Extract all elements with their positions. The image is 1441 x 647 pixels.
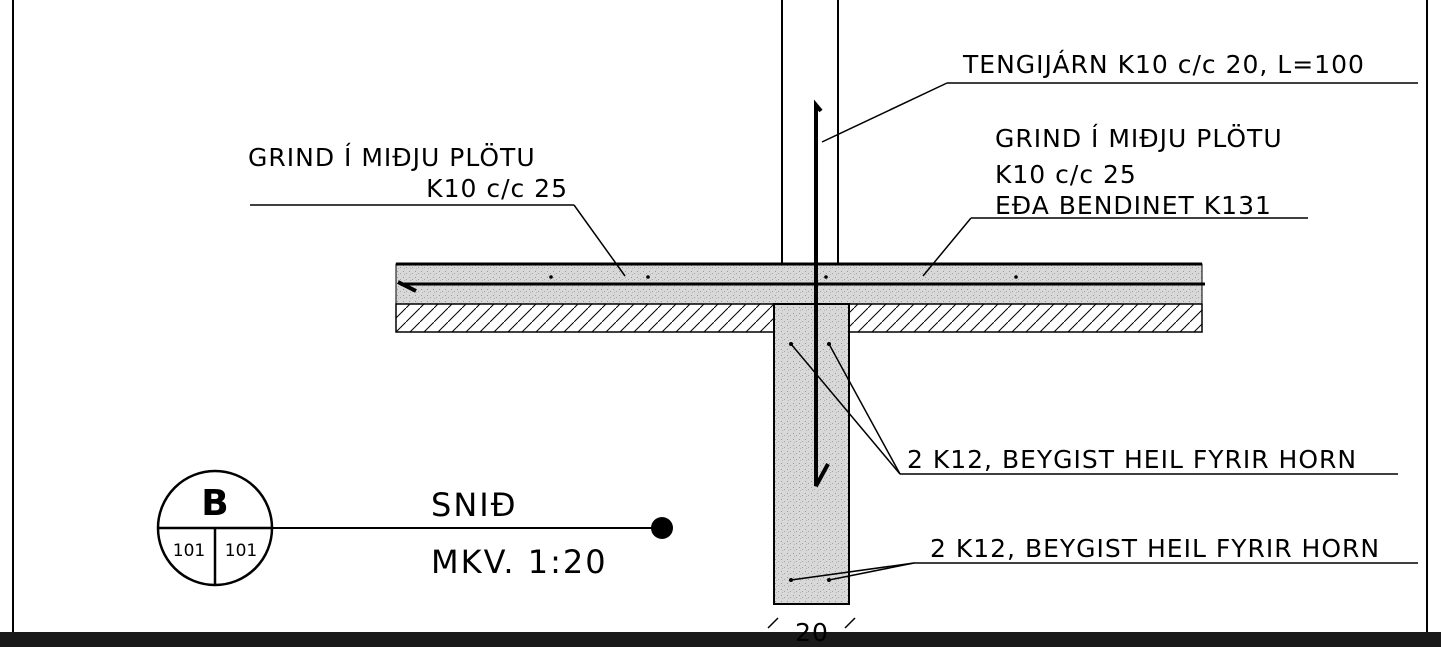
label-right-grind-line3: EÐA BENDINET K131 bbox=[995, 191, 1272, 220]
rebar-dot bbox=[1014, 275, 1018, 279]
rebar-dot bbox=[824, 275, 828, 279]
dowel-bar bbox=[814, 99, 830, 487]
rebar-dot bbox=[646, 275, 650, 279]
section-letter: B bbox=[201, 483, 228, 524]
dimension-tick-left bbox=[767, 617, 779, 629]
leader-tengijarn bbox=[821, 82, 948, 143]
section-title: SNIÐ bbox=[431, 486, 517, 524]
leader-right-grind bbox=[922, 217, 972, 277]
bottom-border-bar bbox=[0, 632, 1441, 647]
leader-k12-upper-b bbox=[828, 343, 901, 475]
label-k12-lower: 2 K12, BEYGIST HEIL FYRIR HORN bbox=[930, 534, 1380, 563]
title-line-end-dot bbox=[651, 517, 673, 539]
rebar-dot bbox=[549, 275, 553, 279]
leader-k12-upper-a bbox=[790, 343, 901, 475]
label-right-grind-line1: GRIND Í MIÐJU PLÖTU bbox=[995, 124, 1283, 153]
dimension-label: 20 bbox=[795, 618, 829, 647]
leader-k12-lower-b bbox=[828, 562, 915, 581]
label-tengijarn: TENGIJÁRN K10 c/c 20, L=100 bbox=[962, 50, 1365, 79]
label-left-grind-line1: GRIND Í MIÐJU PLÖTU bbox=[248, 143, 536, 172]
section-sheet-left: 101 bbox=[173, 541, 205, 561]
leader-left-grind bbox=[573, 204, 626, 277]
slab-rebar-hook bbox=[397, 280, 417, 293]
dimension-tick-right bbox=[844, 617, 856, 629]
label-k12-upper: 2 K12, BEYGIST HEIL FYRIR HORN bbox=[907, 445, 1357, 474]
left-hatched-layer bbox=[395, 303, 775, 333]
leader-k12-lower-a bbox=[790, 562, 915, 581]
foundation-wall bbox=[773, 303, 850, 605]
right-hatched-layer bbox=[848, 303, 1203, 333]
label-left-grind-line2: K10 c/c 25 bbox=[426, 174, 568, 203]
label-right-grind-line2: K10 c/c 25 bbox=[995, 160, 1137, 189]
section-scale: MKV. 1:20 bbox=[431, 543, 608, 581]
section-sheet-right: 101 bbox=[225, 541, 257, 561]
